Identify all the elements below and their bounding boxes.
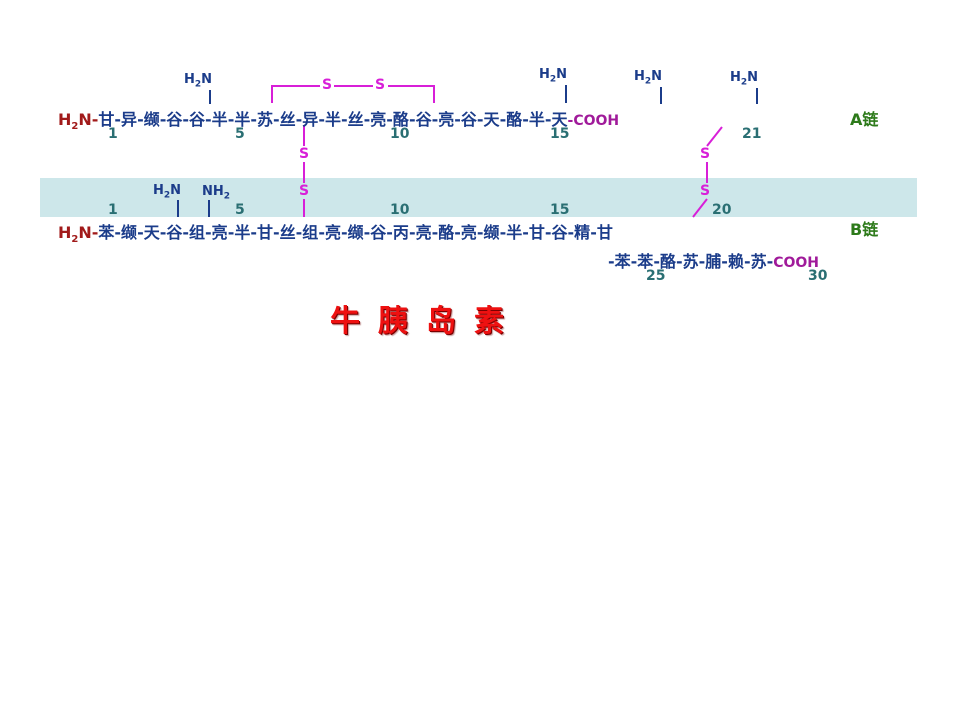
residue: 谷: [370, 223, 387, 242]
residue: 脯: [705, 252, 722, 271]
chain-b-label: B链: [850, 220, 879, 239]
disulfide-a20-b19-upper: [706, 126, 723, 147]
residue: 亮: [415, 223, 432, 242]
residue: 甘: [528, 223, 545, 242]
residue: 半: [234, 223, 251, 242]
disulfide-bracket-a6-a11-right: [388, 85, 435, 103]
residue: 半: [324, 110, 341, 129]
chain-a-number: 5: [235, 126, 245, 142]
chain-a-number: 21: [742, 126, 762, 142]
chain-b-sequence-line2: -苯-苯-酪-苏-脯-赖-苏-COOH: [608, 252, 820, 271]
chain-b-sequence-line1: H2N-苯-缬-天-谷-组-亮-半-甘-丝-组-亮-缬-谷-丙-亮-酪-亮-缬-…: [58, 223, 613, 246]
chain-a-number: 1: [108, 126, 118, 142]
chain-a-number: 15: [550, 126, 570, 142]
residue: 亮: [460, 223, 477, 242]
residue: 半: [528, 110, 545, 129]
chain-b-number: 20: [712, 202, 732, 218]
amine-label: H2N: [634, 69, 663, 87]
chain-a-n-terminus: H2N-: [58, 110, 99, 133]
chain-b-number: 10: [390, 202, 410, 218]
residue: 半: [211, 110, 228, 129]
chain-a-c-terminus: -COOH: [567, 113, 620, 129]
residue: 异: [302, 110, 319, 129]
chain-b-number: 1: [108, 202, 118, 218]
residue: 缬: [347, 223, 364, 242]
residue: 苏: [682, 252, 699, 271]
residue: 甘: [98, 110, 115, 129]
residue: 缬: [483, 223, 500, 242]
residue: 苏: [750, 252, 767, 271]
sulfur-label: S: [700, 183, 711, 199]
residue: 亮: [324, 223, 341, 242]
residue: 天: [483, 110, 500, 129]
sulfur-label: S: [700, 146, 711, 162]
residue: 亮: [438, 110, 455, 129]
amine-label: NH2: [202, 184, 231, 202]
chain-b-n-terminus: H2N-: [58, 223, 99, 246]
residue: 赖: [727, 252, 744, 271]
residue: 半: [506, 223, 523, 242]
residue: 精: [574, 223, 591, 242]
residue: 酪: [659, 252, 676, 271]
amine-label: H2N: [153, 183, 182, 201]
residue: 甘: [596, 223, 613, 242]
residue: 苯: [98, 223, 115, 242]
sulfur-label: S: [299, 146, 310, 162]
residue: 异: [121, 110, 138, 129]
page-title: 牛胰岛素: [330, 304, 522, 339]
residue: 谷: [166, 223, 183, 242]
residue: 谷: [460, 110, 477, 129]
residue: 苯: [637, 252, 654, 271]
sulfur-label: S: [299, 183, 310, 199]
residue: 亮: [211, 223, 228, 242]
residue: 谷: [166, 110, 183, 129]
residue: 酪: [392, 110, 409, 129]
sulfur-label: S: [375, 77, 386, 93]
residue: 苏: [256, 110, 273, 129]
chain-b-number: 5: [235, 202, 245, 218]
chain-b-number: 25: [646, 268, 666, 284]
residue: 天: [143, 223, 160, 242]
amine-label: H2N: [184, 72, 213, 90]
residue: 酪: [438, 223, 455, 242]
disulfide-a20-b19-lower: [692, 198, 708, 218]
residue: 谷: [415, 110, 432, 129]
chain-a-label: A链: [850, 110, 879, 129]
residue: 丝: [279, 110, 296, 129]
residue: 缬: [143, 110, 160, 129]
sulfur-label: S: [322, 77, 333, 93]
amine-label: H2N: [539, 67, 568, 85]
residue: 谷: [189, 110, 206, 129]
highlight-band: [40, 178, 917, 217]
residue: 苯: [614, 252, 631, 271]
residue: 天: [551, 110, 568, 129]
chain-b-number: 30: [808, 268, 828, 284]
chain-b-c-terminus: COOH: [773, 255, 820, 271]
residue: 亮: [370, 110, 387, 129]
chain-a-sequence: H2N-甘-异-缬-谷-谷-半-半-苏-丝-异-半-丝-亮-酪-谷-亮-谷-天-…: [58, 110, 620, 133]
residue: 丙: [392, 223, 409, 242]
disulfide-bracket-a6-a11: [271, 85, 320, 103]
residue: 丝: [279, 223, 296, 242]
residue: 甘: [256, 223, 273, 242]
residue: 组: [302, 223, 319, 242]
chain-a-number: 10: [390, 126, 410, 142]
chain-b-number: 15: [550, 202, 570, 218]
residue: 丝: [347, 110, 364, 129]
residue: 组: [189, 223, 206, 242]
residue: 半: [234, 110, 251, 129]
residue: 缬: [121, 223, 138, 242]
amine-label: H2N: [730, 70, 759, 88]
residue: 谷: [551, 223, 568, 242]
residue: 酪: [506, 110, 523, 129]
